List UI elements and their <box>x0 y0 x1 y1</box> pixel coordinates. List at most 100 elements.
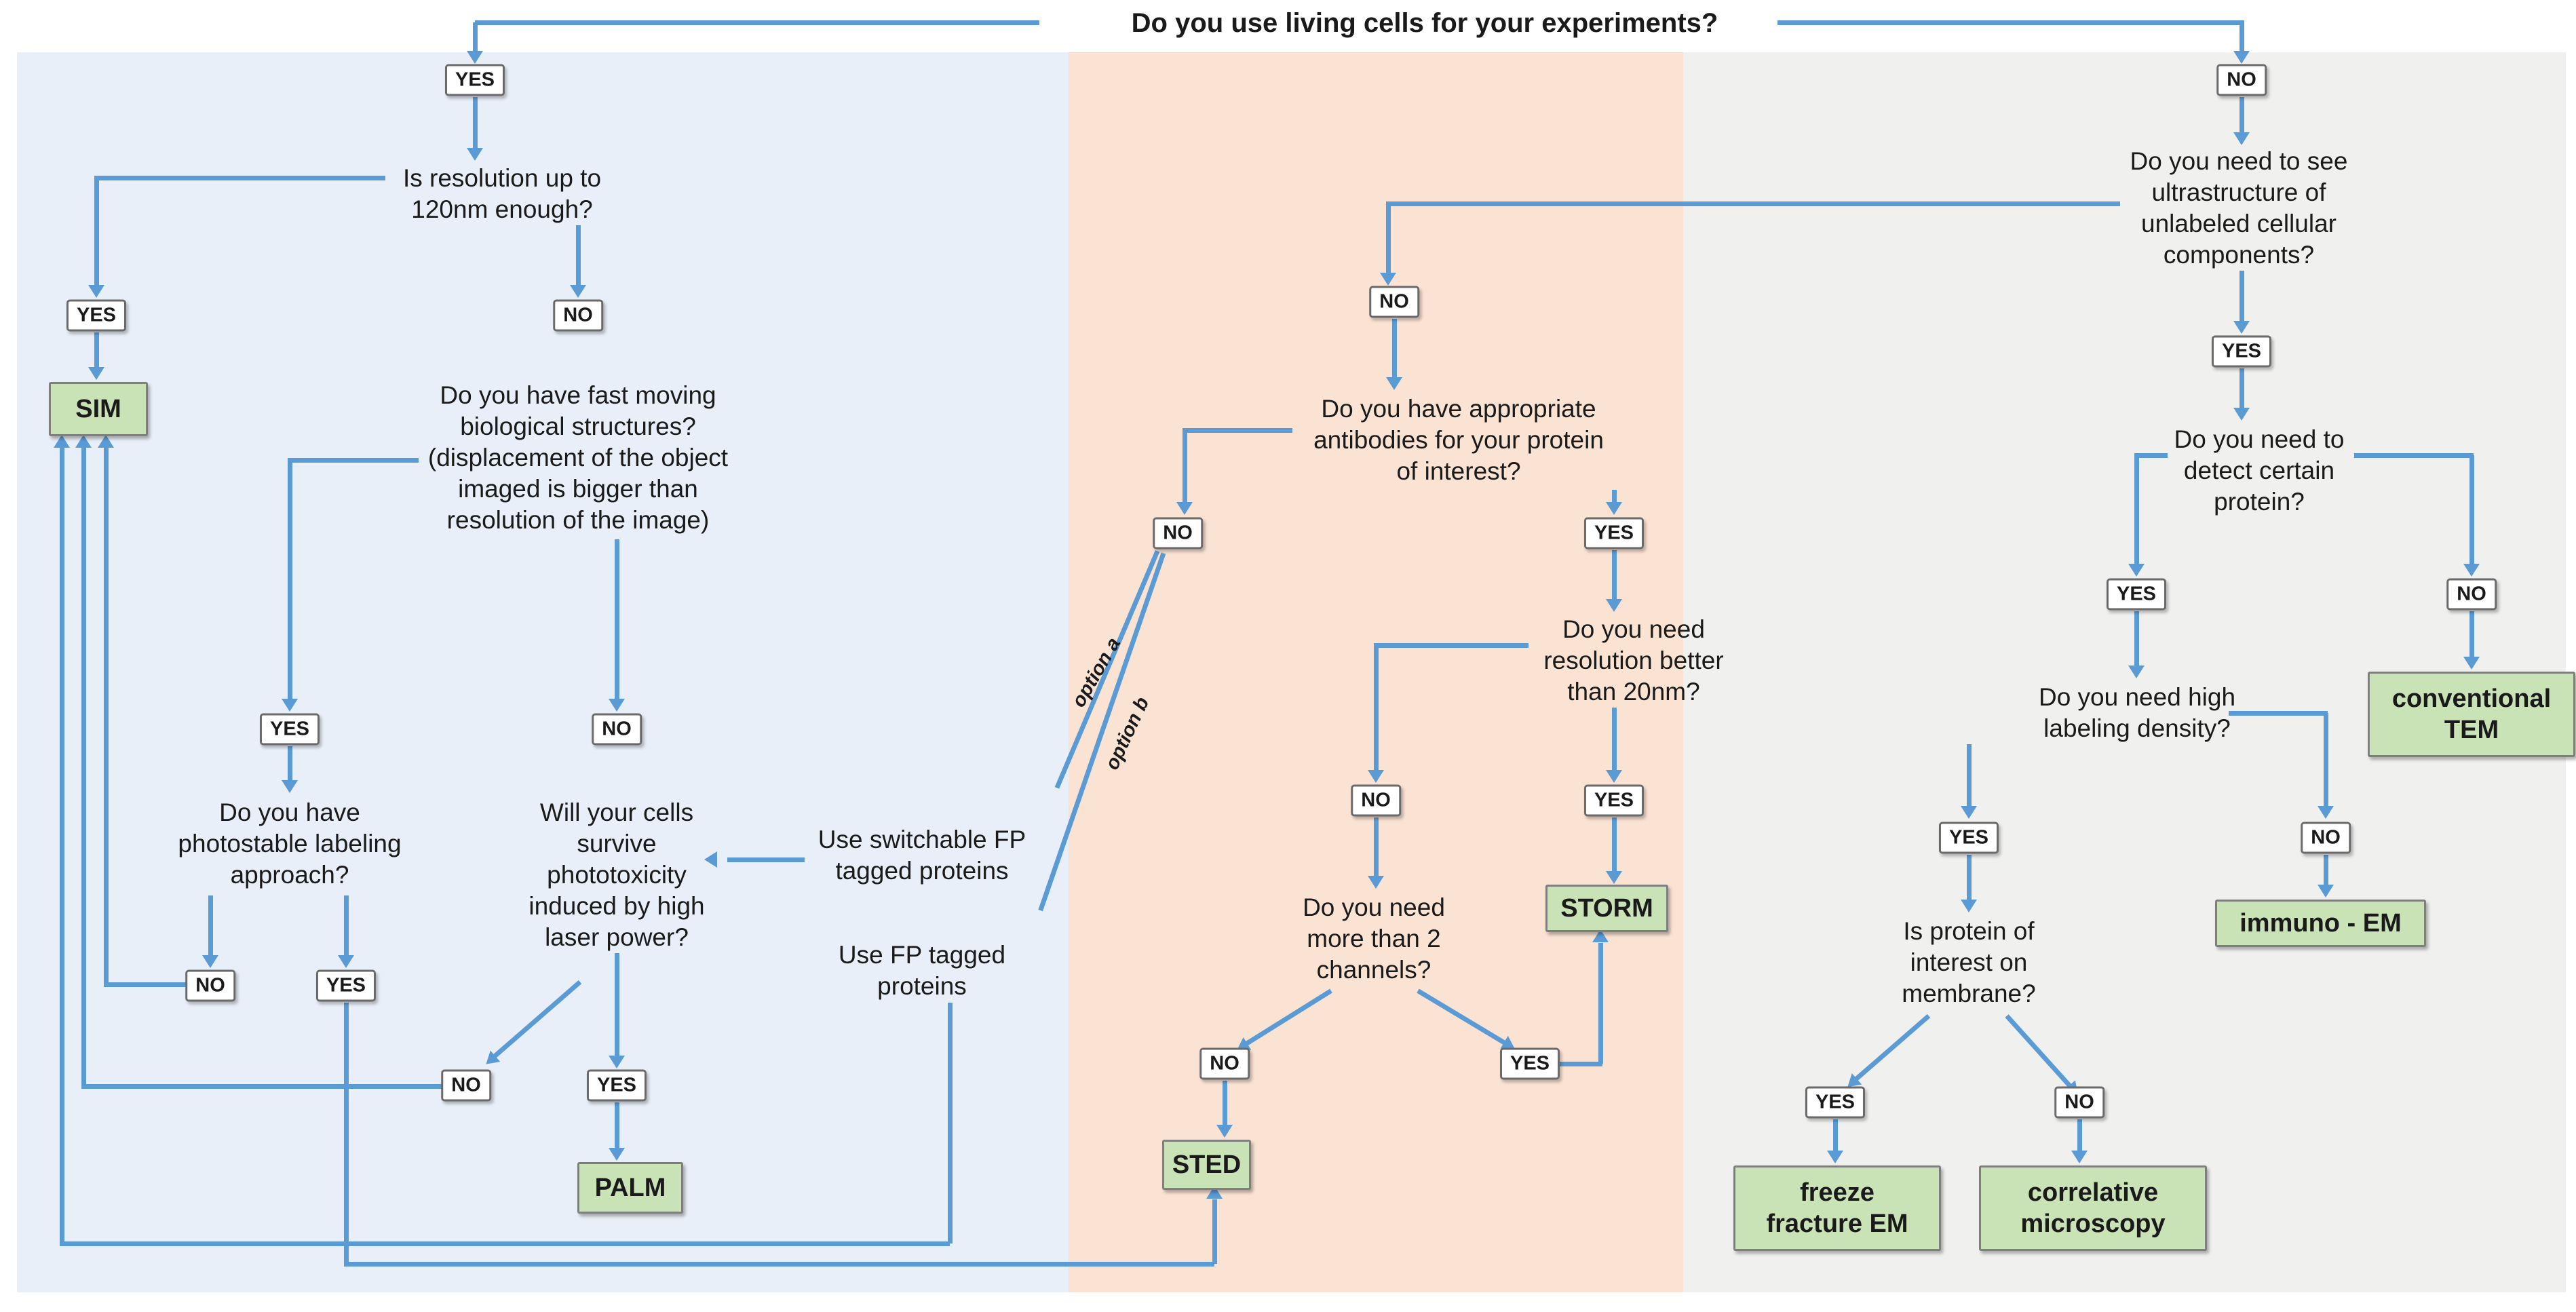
root-question: Do you use living cells for your experim… <box>1131 8 1718 38</box>
connector <box>2324 713 2328 806</box>
arrowhead <box>75 435 92 448</box>
arrowhead <box>609 699 625 712</box>
arrowhead <box>1386 377 1402 390</box>
connector <box>2469 611 2474 657</box>
question-photostable: Do you have photostable labeling approac… <box>178 798 402 889</box>
connector <box>475 20 1039 25</box>
question-ultrastructure: Do you need to see ultrastructure of unl… <box>2130 147 2348 269</box>
connector <box>1967 744 1972 806</box>
connector <box>473 22 478 51</box>
connector <box>2354 453 2474 458</box>
connector <box>2324 855 2328 885</box>
arrowhead <box>54 435 70 448</box>
connector <box>344 1262 1214 1267</box>
connector <box>60 1241 950 1246</box>
arrowhead <box>1176 502 1193 515</box>
branch-yes-20nm: YES <box>1583 784 1645 817</box>
branch-yes-ultrastructure: YES <box>2211 335 2272 368</box>
connector <box>1386 204 1391 273</box>
connector <box>1183 430 1187 502</box>
question-survive: Will your cells survive phototoxicity in… <box>528 798 705 951</box>
result-conventional-tem: conventional TEM <box>2368 672 2575 757</box>
connector <box>288 746 292 780</box>
branch-yes-membrane: YES <box>1805 1086 1866 1119</box>
arrowhead <box>609 1148 625 1161</box>
branch-yes-channels: YES <box>1499 1047 1560 1080</box>
branch-no-antibodies: NO <box>1153 517 1203 549</box>
connector <box>1374 643 1529 648</box>
connector <box>1183 428 1292 433</box>
branch-no-survive: NO <box>441 1069 491 1102</box>
connector <box>1612 817 1617 871</box>
connector <box>1374 645 1379 770</box>
branch-yes-photostable: YES <box>315 969 377 1002</box>
panel-live-cells <box>17 52 1069 1292</box>
branch-yes-survive: YES <box>586 1069 647 1102</box>
connector <box>94 332 99 367</box>
arrowhead <box>88 285 104 298</box>
branch-no-membrane: NO <box>2054 1086 2104 1119</box>
result-palm: PALM <box>577 1162 683 1214</box>
branch-no-resolution: NO <box>553 299 603 332</box>
note-fp-tagged: Use FP tagged proteins <box>838 941 1006 1000</box>
arrowhead <box>467 51 483 64</box>
connector <box>1967 855 1972 900</box>
connector <box>104 982 189 987</box>
result-correlative: correlative microscopy <box>1979 1165 2207 1251</box>
question-membrane: Is protein of interest on membrane? <box>1902 917 2036 1007</box>
arrowhead <box>1216 1125 1233 1138</box>
arrowhead <box>2233 132 2250 145</box>
branch-no-ultrastructure: NO <box>1369 286 1419 318</box>
connector <box>576 225 581 285</box>
arrowhead <box>2233 321 2250 334</box>
arrowhead <box>2233 408 2250 421</box>
arrowhead <box>1827 1151 1843 1163</box>
arrowhead <box>1606 502 1622 515</box>
connector <box>1777 20 2244 25</box>
arrowhead <box>2318 806 2334 819</box>
branch-no-20nm: NO <box>1351 784 1401 817</box>
connector <box>615 1102 619 1148</box>
connector <box>344 895 349 955</box>
connector <box>1386 201 2120 206</box>
question-antibodies: Do you have appropriate antibodies for y… <box>1313 395 1604 485</box>
connector <box>1212 1199 1217 1264</box>
arrowhead <box>1592 929 1609 942</box>
connector <box>2134 611 2139 665</box>
question-resolution: Is resolution up to 120nm enough? <box>402 164 602 223</box>
connector <box>81 1084 444 1089</box>
arrowhead <box>202 955 218 968</box>
arrowhead <box>282 780 298 793</box>
arrowhead <box>467 148 483 161</box>
connector <box>1612 708 1617 770</box>
connector <box>1612 490 1617 502</box>
question-detect-protein: Do you need to detect certain protein? <box>2174 425 2345 516</box>
branch-no-photostable: NO <box>185 969 235 1002</box>
arrowhead <box>98 435 114 448</box>
arrowhead <box>1961 806 1977 819</box>
arrowhead <box>88 367 104 380</box>
question-labeling-density: Do you need high labeling density? <box>2038 683 2236 742</box>
connector <box>288 460 292 699</box>
result-freeze-fracture: freeze fracture EM <box>1733 1165 1941 1251</box>
result-sted: STED <box>1162 1140 1251 1190</box>
arrowhead <box>704 851 717 868</box>
branch-yes-living-cells: YES <box>444 64 505 96</box>
connector <box>2239 271 2244 321</box>
arrowhead <box>1606 770 1622 783</box>
connector <box>1223 1081 1227 1125</box>
result-sim: SIM <box>49 382 148 436</box>
connector <box>948 1003 953 1243</box>
connector <box>2077 1119 2082 1151</box>
connector <box>104 446 109 984</box>
connector <box>1374 817 1379 876</box>
connector <box>2469 455 2474 564</box>
connector <box>2239 97 2244 132</box>
connector <box>2239 368 2244 408</box>
arrowhead <box>570 285 586 298</box>
arrowhead <box>1368 770 1384 783</box>
branch-no-density: NO <box>2301 822 2351 854</box>
arrowhead <box>2071 1151 2088 1163</box>
connector <box>615 539 619 699</box>
